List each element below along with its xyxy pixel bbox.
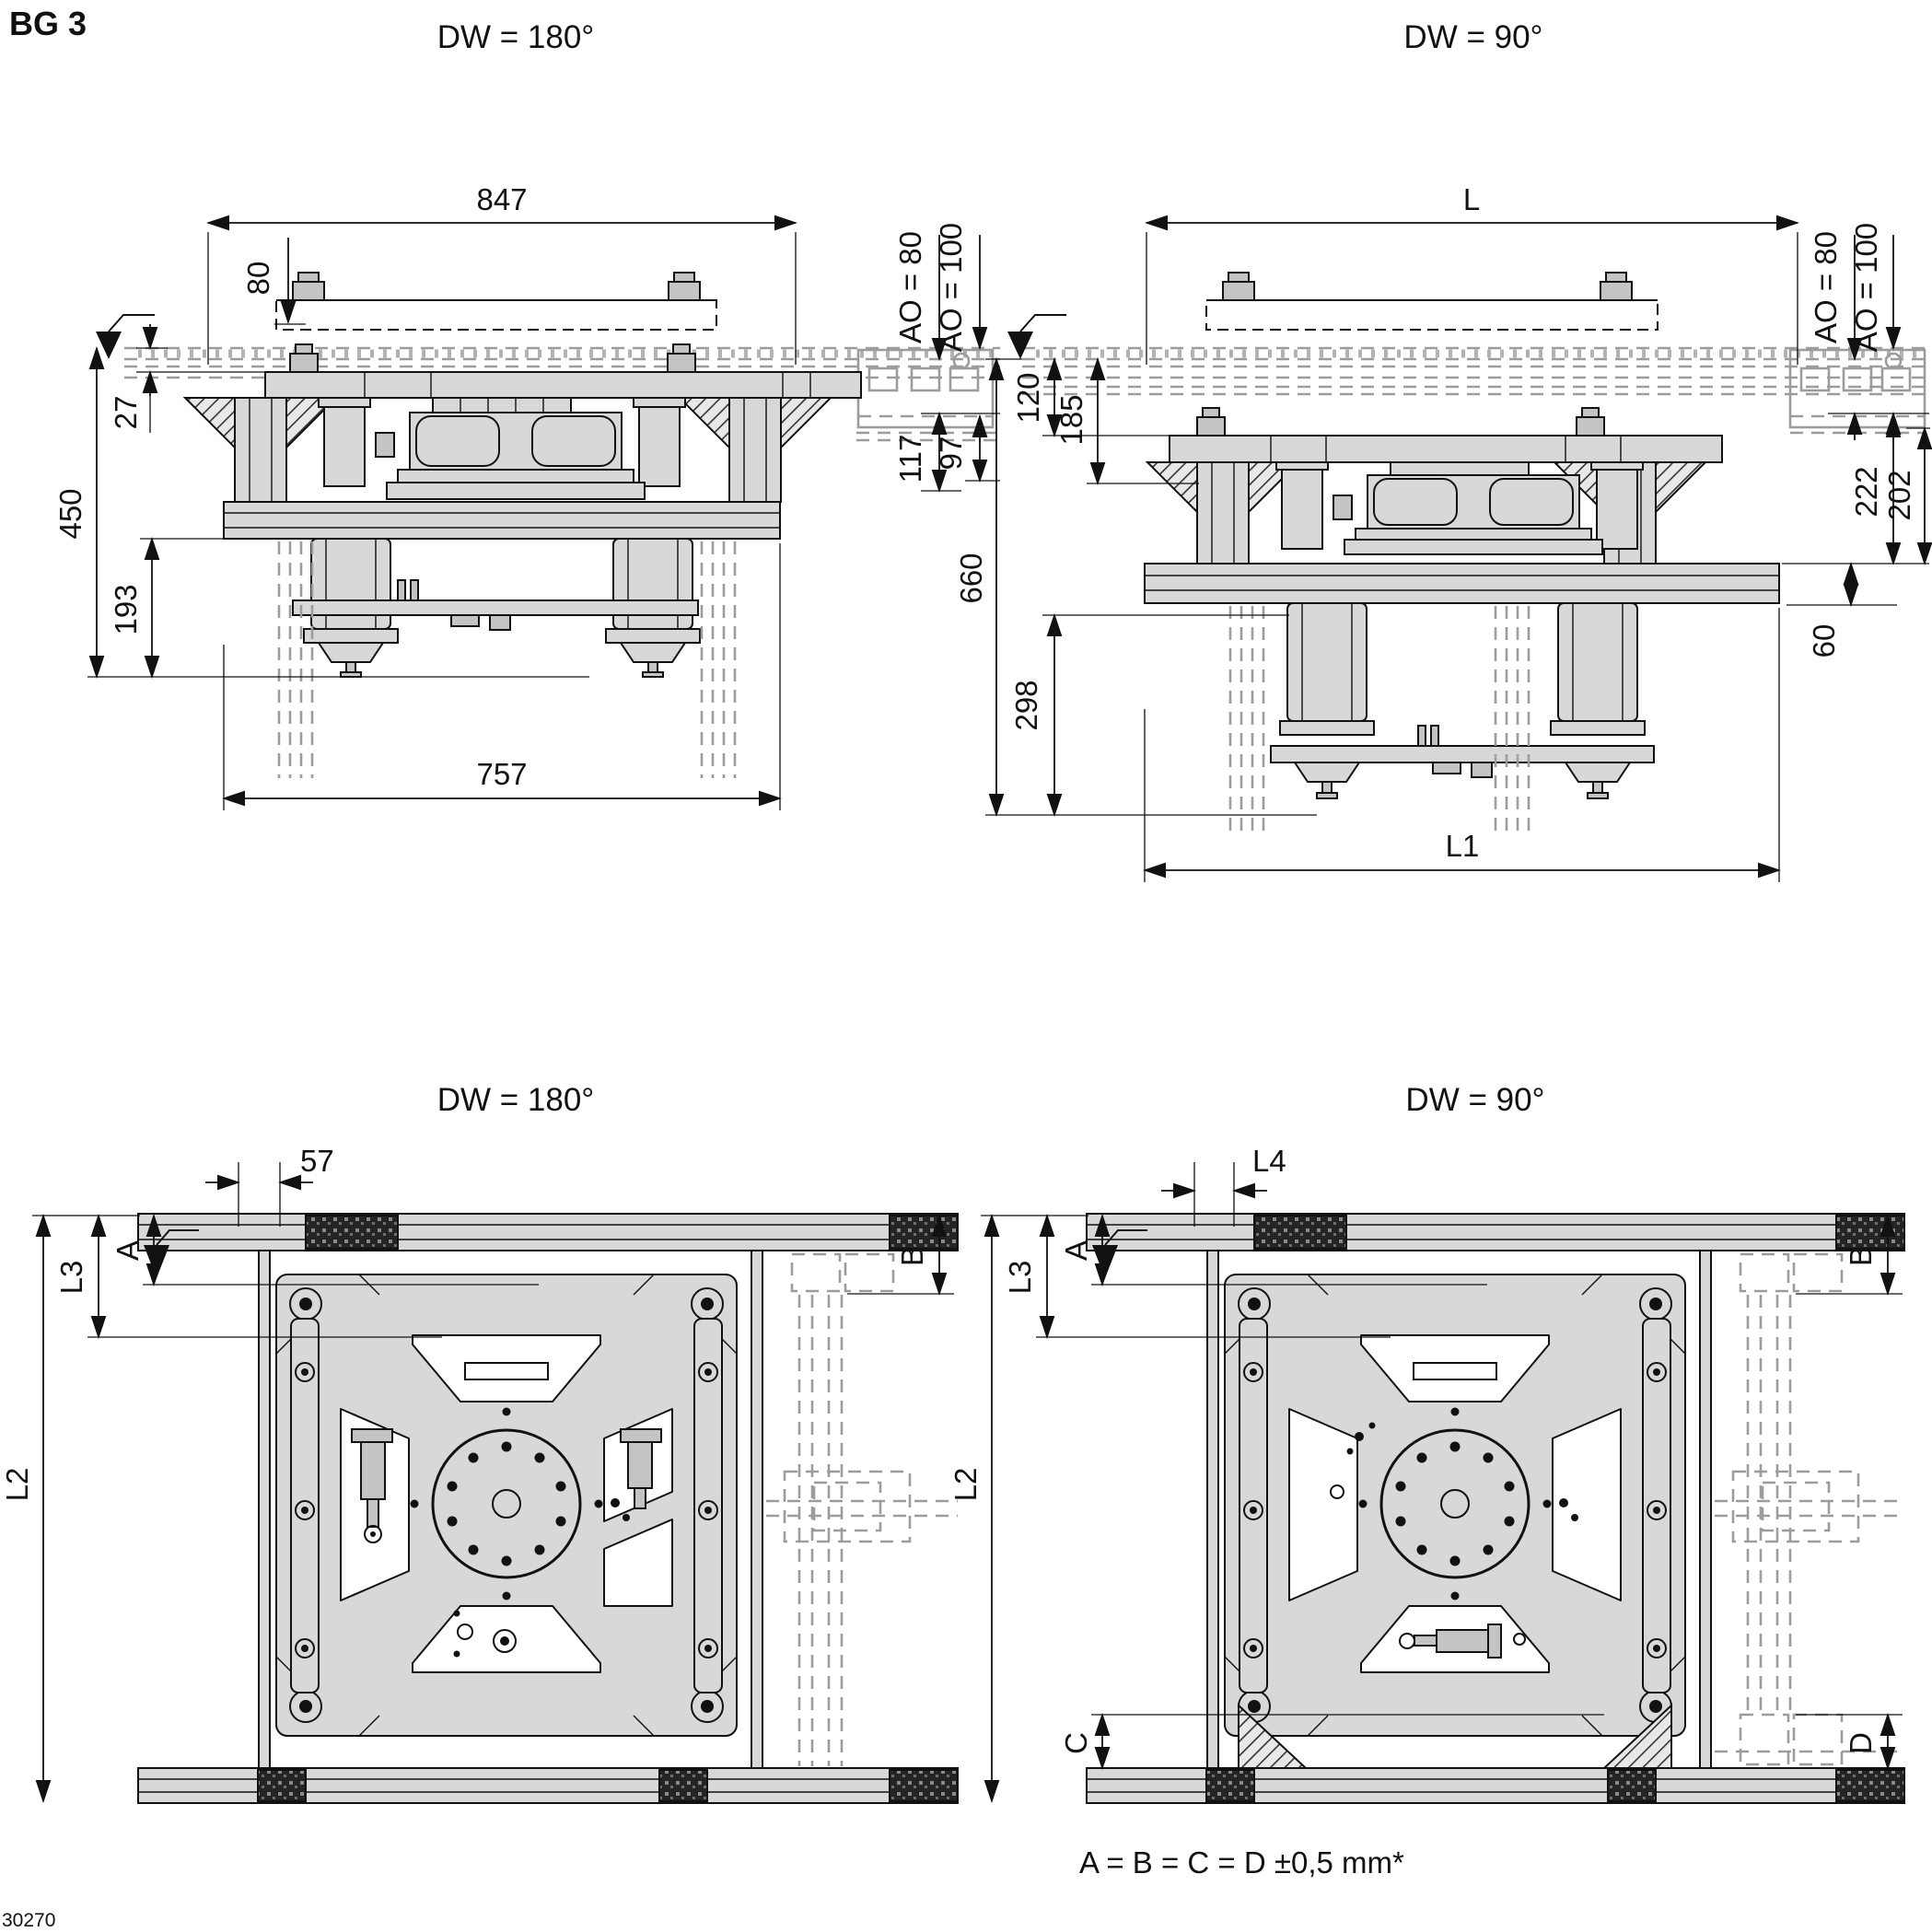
conveyor-ghost-lines-90 xyxy=(1022,346,1925,396)
dim-l2: L2 xyxy=(0,1468,34,1502)
datum-flag-icon-90 xyxy=(1007,314,1066,359)
conveyor-section-ghost xyxy=(856,348,995,429)
dim-right-drop-outer: 222 xyxy=(1849,466,1883,517)
workpiece-pallet-90 xyxy=(1205,272,1658,331)
dim-ao80-90: AO = 80 xyxy=(1809,231,1843,343)
turn-unit-side-180 xyxy=(182,343,862,678)
dim-b: B xyxy=(895,1246,929,1266)
dim-pallet-height: 80 xyxy=(241,262,275,296)
rotary-flange-90 xyxy=(1358,1407,1578,1600)
corner-gusset-right xyxy=(1601,1703,1672,1769)
turn-plate-plan-180 xyxy=(275,1274,738,1737)
dim-flange-drop: 117 xyxy=(893,435,927,483)
cutout-top-90 xyxy=(1360,1334,1550,1402)
view-side-dw180: DW = 180° xyxy=(53,19,1000,810)
tolerance-note: A = B = C = D ±0,5 mm* xyxy=(1079,1845,1404,1880)
shock-absorber-right xyxy=(620,1428,662,1509)
strip-screws xyxy=(295,1362,718,1658)
dim-right-drop-inner: 202 xyxy=(1882,470,1916,520)
view-title-side-dw180: DW = 180° xyxy=(437,19,595,55)
dim-l3-90: L3 xyxy=(1003,1261,1037,1295)
slot-top-90 xyxy=(1413,1362,1497,1380)
side-rail-left xyxy=(258,1250,271,1769)
ghost-legs xyxy=(277,541,737,778)
dim-plate-drop: 97 xyxy=(934,436,968,471)
turn-unit-side-90 xyxy=(1144,407,1780,799)
transverse-rail-bottom-90 xyxy=(1086,1767,1905,1804)
dim-b-90: B xyxy=(1844,1246,1878,1266)
dim-d: D xyxy=(1844,1732,1878,1754)
ghost-plan-90 xyxy=(1715,1252,1904,1766)
dim-ao80: AO = 80 xyxy=(893,231,927,343)
dim-a: A xyxy=(111,1240,145,1261)
dim-ao100-90: AO = 100 xyxy=(1849,223,1883,352)
ghost-legs-90 xyxy=(1228,606,1530,833)
cutout-left-90 xyxy=(1288,1408,1358,1601)
ghost-plan-180 xyxy=(766,1252,958,1766)
dim-overall-height-90: 660 xyxy=(954,553,988,603)
cutout-top xyxy=(412,1334,601,1402)
conveyor-section-ghost-90 xyxy=(1788,348,1926,435)
dim-upper-drop: 120 xyxy=(1011,372,1045,423)
workpiece-pallet xyxy=(275,272,717,331)
cutout-right-lower xyxy=(603,1519,673,1607)
dim-length: L xyxy=(1463,182,1480,216)
dim-lower-height: 193 xyxy=(109,584,143,634)
dim-a-90: A xyxy=(1059,1240,1093,1261)
dim-beam-gap: 60 xyxy=(1807,624,1841,658)
side-rail-left-90 xyxy=(1206,1250,1219,1769)
rotary-flange xyxy=(410,1407,603,1600)
dim-bracket-drop: 185 xyxy=(1054,394,1088,445)
dim-ao100: AO = 100 xyxy=(934,223,968,352)
figure-number: 30270 xyxy=(2,1910,55,1931)
turn-plate-plan-90 xyxy=(1224,1274,1686,1769)
view-side-dw90: DW = 90° xyxy=(954,19,1932,882)
datum-flag-icon xyxy=(96,314,155,359)
view-title-plan-dw90: DW = 90° xyxy=(1405,1082,1544,1118)
slot-top xyxy=(464,1362,549,1380)
side-rail-right-90 xyxy=(1699,1250,1712,1769)
view-plan-dw90: DW = 90° xyxy=(949,1082,1905,1804)
dim-lower-height-90: 298 xyxy=(1009,680,1043,730)
dims-plan-dw180: 57 A L3 L2 B xyxy=(0,1144,954,1804)
dim-width-bottom: 757 xyxy=(476,757,527,791)
shock-absorber-bottom-90 xyxy=(1399,1624,1526,1658)
dims-side-dw90: L 120 185 660 298 AO = 80 AO = 100 222 2… xyxy=(954,182,1932,882)
strip-screws-90 xyxy=(1243,1362,1667,1658)
transverse-rail-top xyxy=(137,1213,959,1251)
dim-conveyor-to-plate: 27 xyxy=(109,396,143,430)
transverse-rail-bottom xyxy=(137,1767,959,1804)
transverse-rail-top-90 xyxy=(1086,1213,1905,1251)
view-plan-dw180: DW = 180° xyxy=(0,1082,959,1804)
dim-l4: L4 xyxy=(1252,1144,1286,1178)
view-title-plan-dw180: DW = 180° xyxy=(437,1082,595,1118)
shock-absorber-left xyxy=(351,1428,393,1543)
dim-l3: L3 xyxy=(54,1261,88,1295)
cutout-right-90 xyxy=(1552,1408,1622,1601)
dim-rail-offset: 57 xyxy=(300,1144,334,1178)
dim-width-top: 847 xyxy=(476,182,527,216)
dims-side-dw180: 847 80 27 450 193 AO = 80 AO = 100 117 9… xyxy=(53,182,1000,810)
corner-gusset-left xyxy=(1238,1703,1309,1769)
dim-c: C xyxy=(1059,1732,1093,1754)
view-title-side-dw90: DW = 90° xyxy=(1403,19,1542,55)
dims-plan-dw90: L4 A L3 L2 B C D xyxy=(949,1144,1903,1804)
dim-length-bottom: L1 xyxy=(1446,829,1480,863)
corner-screws xyxy=(289,1287,724,1723)
side-rail-right xyxy=(751,1250,763,1769)
dim-l2-90: L2 xyxy=(949,1468,983,1502)
dim-overall-height: 450 xyxy=(53,488,87,539)
product-code-label: BG 3 xyxy=(9,5,87,42)
